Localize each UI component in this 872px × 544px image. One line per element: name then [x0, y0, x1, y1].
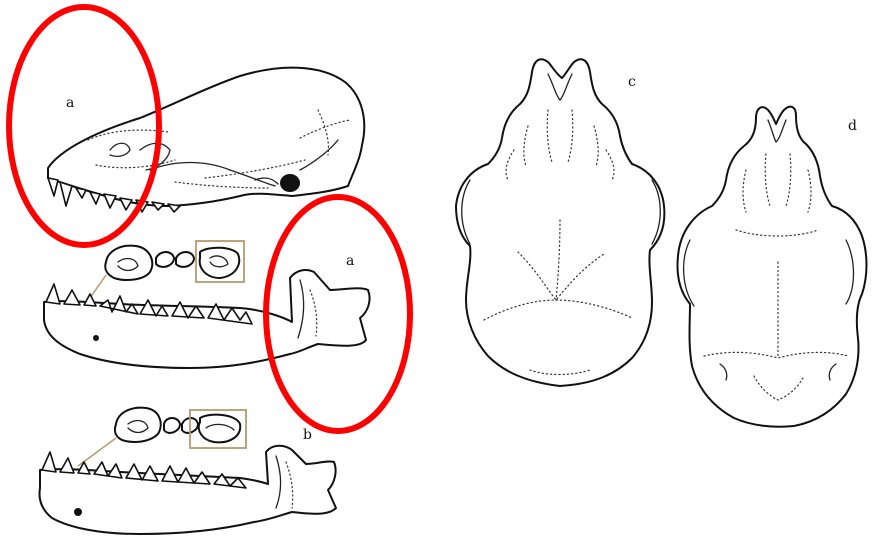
molar-row-b [78, 408, 246, 466]
label-a-skull: a [66, 96, 74, 110]
dorsal-skull-c-drawing [456, 59, 664, 386]
mandible-a-drawing [44, 270, 370, 368]
label-b: b [303, 428, 312, 442]
label-d: d [848, 119, 857, 133]
label-a-mandible: a [346, 254, 354, 268]
lateral-skull-drawing [48, 68, 364, 212]
highlight-ring-mandible-ramus [266, 197, 410, 431]
highlight-ring-skull-tip [9, 7, 159, 245]
dorsal-skull-d-drawing [678, 107, 867, 427]
mandible-b-drawing [40, 446, 337, 534]
label-c: c [628, 75, 636, 89]
molar-row-a [90, 241, 244, 298]
